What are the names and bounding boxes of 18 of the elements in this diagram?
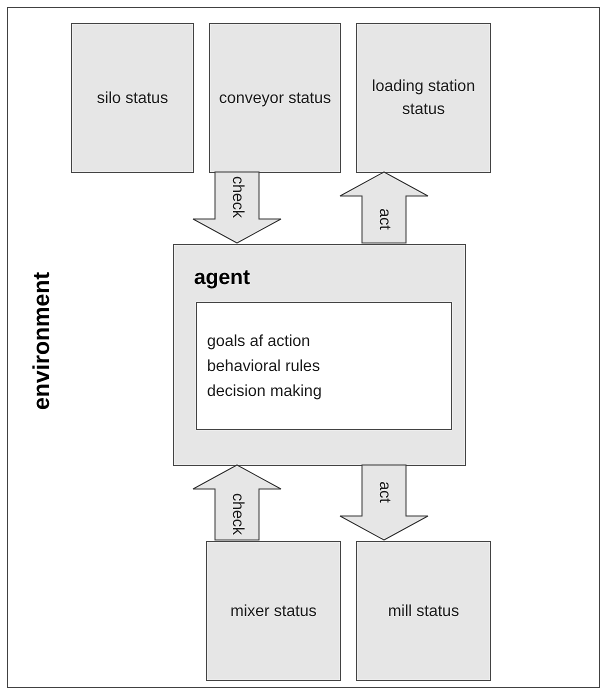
status-box: mixer status (206, 541, 341, 681)
environment-label: environment (28, 272, 54, 410)
edge-label: check (229, 492, 246, 534)
status-box: conveyor status (209, 23, 341, 173)
environment-frame (7, 7, 600, 688)
status-box: mill status (356, 541, 491, 681)
status-box: loading station status (356, 23, 491, 173)
status-box: silo status (71, 23, 194, 173)
agent-title: agent (194, 267, 250, 288)
block-arrow (192, 464, 282, 540)
agent-box (173, 244, 466, 466)
block-arrow (340, 464, 428, 541)
edge-label: act (376, 208, 393, 230)
agent-properties-box: goals af action behavioral rules decision making (196, 302, 452, 430)
block-arrow (340, 171, 428, 244)
edge-label: act (376, 480, 393, 502)
edge-label: check (229, 176, 246, 218)
block-arrow (192, 172, 282, 244)
